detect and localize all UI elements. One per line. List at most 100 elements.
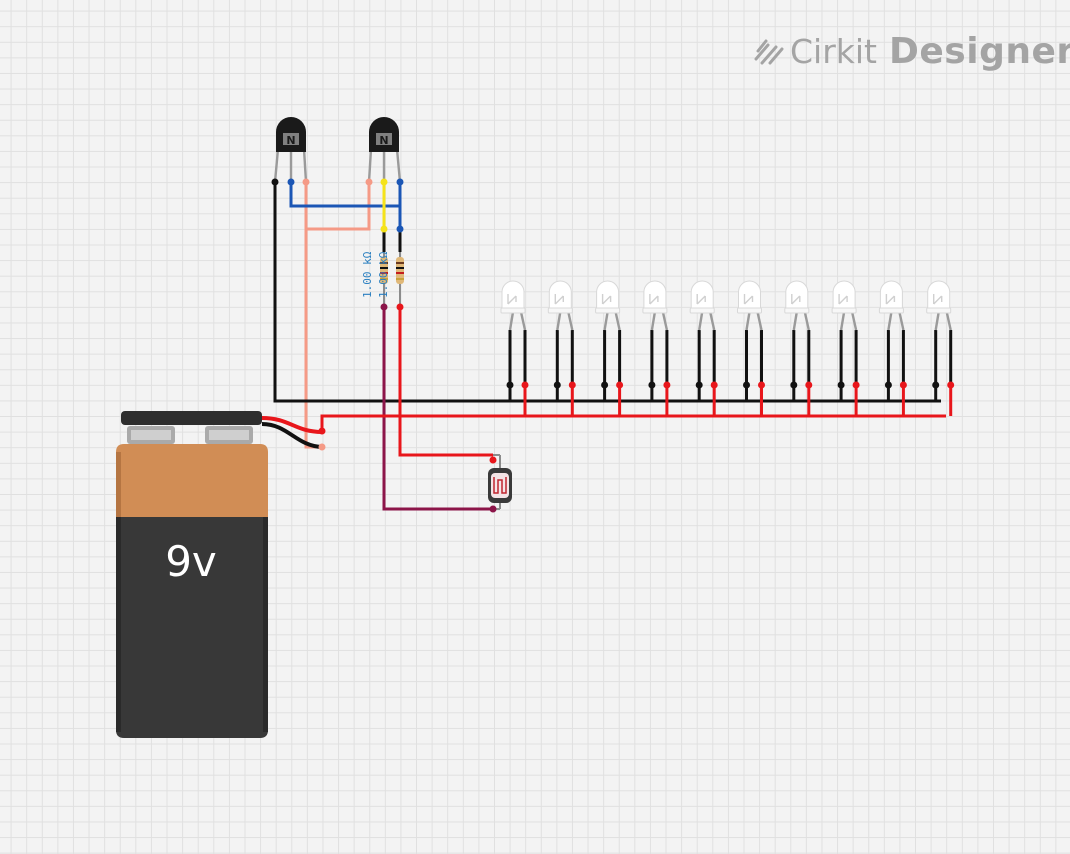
- wires-layer: [261, 182, 953, 511]
- led-internal: [743, 294, 754, 305]
- led-lead: [756, 311, 763, 331]
- transistor-1[interactable]: N: [273, 117, 308, 183]
- node: [805, 381, 813, 389]
- transistor-lead: [395, 148, 402, 183]
- wire-maroon-ldr[interactable]: [382, 307, 493, 511]
- wire-salmon-battery[interactable]: [304, 182, 322, 449]
- led-lead: [603, 311, 609, 331]
- led-lead: [661, 311, 669, 331]
- node: [663, 381, 671, 389]
- node: [365, 178, 373, 186]
- resistor-band: [396, 262, 404, 264]
- node: [489, 505, 497, 513]
- wire-red-bus[interactable]: [320, 414, 946, 431]
- battery-label: 9v: [165, 537, 217, 586]
- led[interactable]: [500, 280, 529, 389]
- node: [695, 381, 703, 389]
- node: [396, 225, 404, 233]
- led[interactable]: [595, 280, 624, 389]
- battery-clip-cap: [121, 411, 262, 425]
- led[interactable]: [784, 280, 813, 389]
- led-internal: [507, 294, 517, 305]
- led-body: [785, 280, 809, 314]
- led-lead: [519, 311, 527, 331]
- node: [568, 381, 576, 389]
- resistor-2[interactable]: 1.00 kΩ: [377, 251, 404, 307]
- led-lead: [567, 311, 574, 331]
- transistor-lead: [273, 148, 280, 183]
- led-lead: [650, 311, 657, 331]
- brand-name-cirkit: Cirkit: [790, 31, 877, 71]
- node: [380, 303, 388, 311]
- node: [758, 381, 765, 389]
- node: [710, 381, 718, 389]
- led-body: [879, 280, 903, 314]
- ldr-sensor[interactable]: [488, 454, 512, 510]
- node: [790, 381, 798, 389]
- transistor-2[interactable]: N: [367, 117, 402, 183]
- led-rim: [642, 307, 668, 314]
- resistor-label: 1.00 kΩ: [361, 251, 374, 298]
- led[interactable]: [831, 280, 860, 389]
- led-internal: [554, 294, 564, 305]
- resistor-band: [380, 278, 388, 280]
- led-lead: [745, 311, 751, 331]
- led[interactable]: [547, 280, 576, 389]
- node: [302, 178, 310, 186]
- led-body: [643, 280, 667, 314]
- battery-9v[interactable]: 9v: [116, 411, 268, 738]
- transistor-label: N: [379, 134, 388, 147]
- led-internal: [601, 294, 612, 305]
- led-rim: [595, 307, 621, 314]
- resistor-band: [380, 262, 388, 264]
- resistor-label: 1.00 kΩ: [377, 251, 390, 298]
- led-lead: [792, 311, 798, 331]
- node: [837, 381, 845, 389]
- led-lead: [945, 311, 952, 331]
- node: [396, 303, 404, 311]
- led[interactable]: [689, 280, 718, 389]
- led-body: [927, 280, 951, 314]
- battery-top: [116, 444, 268, 517]
- node: [489, 456, 497, 464]
- node: [380, 178, 388, 186]
- node: [852, 381, 860, 389]
- wire-battery-black[interactable]: [261, 422, 323, 449]
- led-rim: [784, 307, 810, 314]
- led-rim: [831, 307, 857, 314]
- brand-logo: Cirkit Designer: [752, 26, 1070, 76]
- led-lead: [850, 311, 858, 331]
- led-lead: [556, 311, 562, 331]
- brand-name-designer: Designer: [889, 30, 1070, 72]
- node: [521, 381, 529, 389]
- node: [318, 443, 326, 451]
- wire-blue-bridge[interactable]: [289, 182, 400, 208]
- led-rim: [737, 307, 762, 314]
- led-lead: [934, 311, 940, 331]
- transistor-label: N: [286, 134, 295, 147]
- wire-ground-bus[interactable]: [273, 182, 941, 403]
- led[interactable]: [737, 280, 766, 389]
- node: [287, 178, 295, 186]
- resistor-1[interactable]: 1.00 kΩ: [361, 251, 388, 307]
- led-lead: [698, 311, 704, 331]
- led-lead: [839, 311, 846, 331]
- led[interactable]: [878, 280, 907, 389]
- wire-salmon-bridge[interactable]: [306, 182, 371, 231]
- led-internal: [791, 294, 801, 305]
- led-lead: [887, 311, 893, 331]
- battery-body: [116, 517, 268, 738]
- wire-red-ldr[interactable]: [398, 307, 493, 457]
- led-rim: [689, 307, 715, 314]
- node: [743, 381, 750, 389]
- ldr-trace: [493, 477, 507, 494]
- led-body: [690, 280, 714, 314]
- led-body: [738, 280, 761, 314]
- node: [601, 381, 609, 389]
- led-internal: [649, 294, 659, 305]
- wire-battery-red[interactable]: [261, 416, 323, 434]
- resistor-band: [396, 272, 404, 274]
- led[interactable]: [642, 280, 671, 389]
- led[interactable]: [926, 280, 955, 389]
